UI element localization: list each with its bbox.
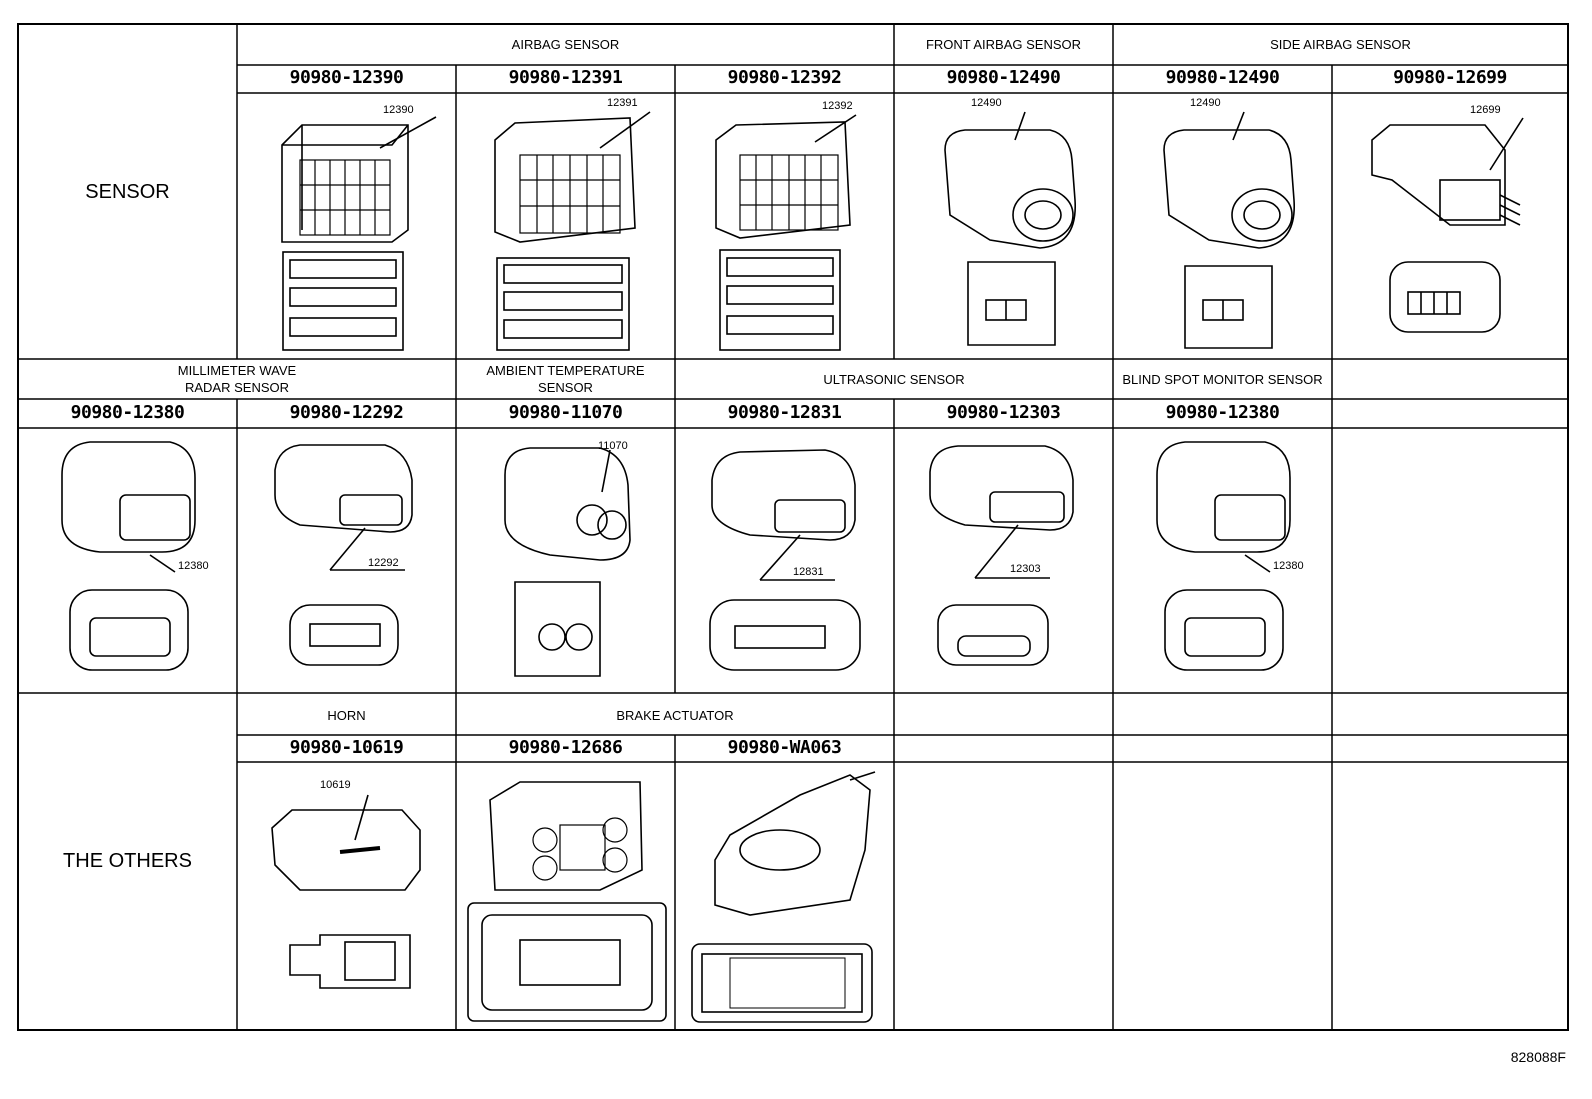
connector-12380-bsm-drawing xyxy=(1156,441,1291,671)
callout-label: 12490 xyxy=(1190,97,1221,109)
category-side-airbag-sensor: SIDE AIRBAG SENSOR xyxy=(1270,37,1411,52)
category-mmwave-line2: RADAR SENSOR xyxy=(184,380,290,395)
connector-11070-drawing xyxy=(504,447,631,677)
part-number: 90980-12391 xyxy=(508,67,623,88)
connector-12490-side-drawing xyxy=(1163,111,1295,349)
callout-label: 12390 xyxy=(383,104,414,116)
connector-12686-drawing xyxy=(467,781,667,1022)
part-number: 90980-12303 xyxy=(946,402,1061,423)
row-label-others: THE OTHERS xyxy=(63,850,192,872)
callout-label: 12490 xyxy=(971,97,1002,109)
part-number: 90980-12380 xyxy=(1165,402,1280,423)
part-number: 90980-12831 xyxy=(727,402,842,423)
category-ambient-line2: SENSOR xyxy=(538,380,593,395)
category-horn: HORN xyxy=(327,708,366,723)
callout-label: 12292 xyxy=(368,557,399,569)
figure-reference: 828088F xyxy=(1510,1049,1566,1065)
category-ambient-line1: AMBIENT TEMPERATURE xyxy=(486,363,645,378)
category-ultrasonic-sensor: ULTRASONIC SENSOR xyxy=(823,372,965,387)
part-number: 90980-12392 xyxy=(727,67,842,88)
row-label-sensor: SENSOR xyxy=(85,181,170,203)
part-number: 90980-WA063 xyxy=(727,737,842,758)
part-number: 90980-12390 xyxy=(289,67,404,88)
connector-12699-drawing xyxy=(1371,117,1524,333)
callout-label: 12699 xyxy=(1470,104,1501,116)
part-number: 90980-12490 xyxy=(946,67,1061,88)
part-number: 90980-12380 xyxy=(70,402,185,423)
connector-12490-front-drawing xyxy=(944,111,1076,346)
category-brake-actuator: BRAKE ACTUATOR xyxy=(616,708,734,723)
connector-12392-drawing xyxy=(715,114,857,351)
callout-label: 11070 xyxy=(598,440,628,452)
connector-12380-mmwave-drawing xyxy=(61,441,196,671)
category-blind-spot-sensor: BLIND SPOT MONITOR SENSOR xyxy=(1122,372,1323,387)
connector-wa063-drawing xyxy=(691,771,876,1023)
category-airbag-sensor: AIRBAG SENSOR xyxy=(511,37,620,52)
connector-12303-drawing xyxy=(929,445,1074,666)
connector-12390-drawing xyxy=(281,116,437,351)
part-number: 90980-12490 xyxy=(1165,67,1280,88)
category-mmwave-line1: MILLIMETER WAVE xyxy=(177,363,297,378)
callout-label: 10619 xyxy=(320,779,351,791)
callout-label: 12391 xyxy=(607,97,638,109)
connector-12292-drawing xyxy=(274,444,413,666)
connector-12391-drawing xyxy=(494,111,651,351)
callout-label: 12380 xyxy=(1273,560,1304,572)
category-front-airbag-sensor: FRONT AIRBAG SENSOR xyxy=(925,37,1082,52)
connector-10619-drawing xyxy=(271,794,421,989)
callout-label: 12831 xyxy=(793,566,824,578)
callout-label: 12303 xyxy=(1010,563,1041,575)
part-number: 90980-12686 xyxy=(508,737,623,758)
part-number: 90980-12292 xyxy=(289,402,404,423)
part-number: 90980-11070 xyxy=(508,402,623,423)
connector-12831-drawing xyxy=(709,449,861,671)
callout-label: 12380 xyxy=(178,560,209,572)
callout-label: 12392 xyxy=(822,100,853,112)
part-number: 90980-10619 xyxy=(289,737,404,758)
part-number: 90980-12699 xyxy=(1393,67,1507,88)
